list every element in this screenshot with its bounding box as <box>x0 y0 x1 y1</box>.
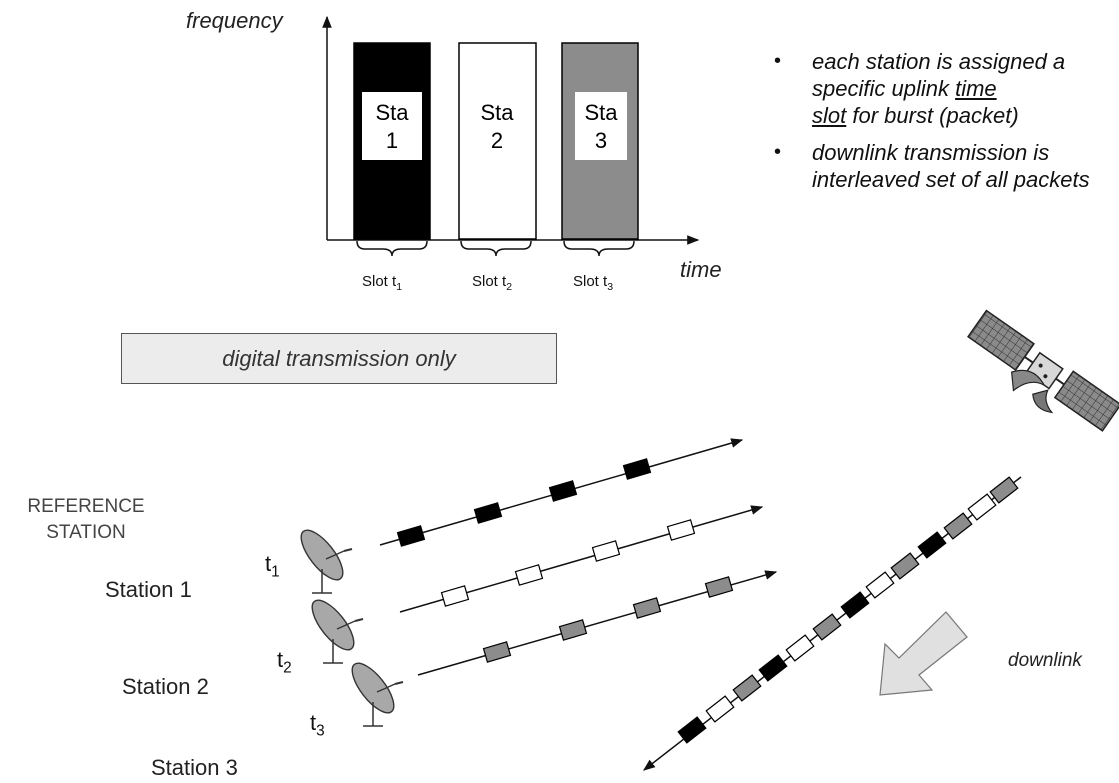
station-2-name: Station 2 <box>122 674 209 699</box>
packet-black <box>396 525 426 547</box>
sta-1-line2: 1 <box>386 128 398 153</box>
packet-black <box>917 531 947 559</box>
bullet-list: •each station is assigned a specific upl… <box>770 48 1115 203</box>
packet-black <box>473 502 503 524</box>
packet-gray <box>632 597 662 619</box>
downlink-stream <box>643 476 1022 771</box>
slot-3-label: Slot t3 <box>573 273 614 293</box>
slot-2-brace <box>460 240 532 257</box>
bullet-item: •downlink transmission is interleaved se… <box>774 140 1090 192</box>
reference-station-label: REFERENCE STATION <box>27 496 145 543</box>
packet-white <box>967 493 997 521</box>
packet-white <box>591 540 621 562</box>
station-1-label-box <box>362 92 422 160</box>
packet-white <box>666 519 696 541</box>
station-1-name: Station 1 <box>105 577 192 602</box>
packet-gray <box>812 613 842 641</box>
packet-gray <box>989 476 1019 504</box>
slot-1-brace <box>356 240 428 257</box>
dish-antenna-icon <box>300 529 353 594</box>
dish-antenna-icon <box>311 599 364 664</box>
slot-1-label: Slot t1 <box>362 273 403 293</box>
uplink-station-1 <box>379 438 744 547</box>
slot-3-brace <box>563 240 635 257</box>
sta-1-line1: Sta <box>375 100 409 125</box>
station-3-name: Station 3 <box>151 755 238 780</box>
packet-gray <box>732 674 762 702</box>
packet-black <box>548 480 578 502</box>
packet-gray <box>558 619 588 641</box>
dish-antenna-icon <box>351 662 404 727</box>
bullet-item: •each station is assigned a specific upl… <box>774 49 1066 128</box>
uplink-station-3 <box>417 570 778 676</box>
t2-label: t2 <box>277 647 292 677</box>
sta-2-line2: 2 <box>491 128 503 153</box>
uplink-station-2 <box>399 505 764 613</box>
station-3-label-box <box>575 92 627 160</box>
downlink-label: downlink <box>1008 650 1082 671</box>
sta-3-line1: Sta <box>584 100 618 125</box>
packet-gray <box>890 552 920 580</box>
frequency-time-chart: Sta 1 Sta 2 Sta 3 <box>322 15 700 257</box>
slot-2-label: Slot t2 <box>472 273 513 293</box>
packet-gray <box>704 576 734 598</box>
station-2-burst <box>458 42 537 240</box>
packet-white <box>785 634 815 662</box>
sta-2-line1: Sta <box>480 100 514 125</box>
packet-gray <box>482 641 512 663</box>
packet-black <box>840 591 870 619</box>
packet-gray <box>943 512 973 540</box>
packet-white <box>705 695 735 723</box>
downlink-arrow <box>879 611 968 696</box>
t1-label: t1 <box>265 551 280 581</box>
y-axis-label: frequency <box>186 8 283 33</box>
sta-3-line2: 3 <box>595 128 607 153</box>
note-box: digital transmission only <box>121 333 557 384</box>
satellite-icon <box>967 309 1119 432</box>
packet-black <box>677 716 707 744</box>
packet-black <box>758 654 788 682</box>
x-axis-label: time <box>680 257 722 282</box>
t3-label: t3 <box>310 710 325 740</box>
packet-white <box>865 571 895 599</box>
packet-white <box>440 585 470 607</box>
packet-black <box>622 458 652 480</box>
packet-white <box>514 564 544 586</box>
